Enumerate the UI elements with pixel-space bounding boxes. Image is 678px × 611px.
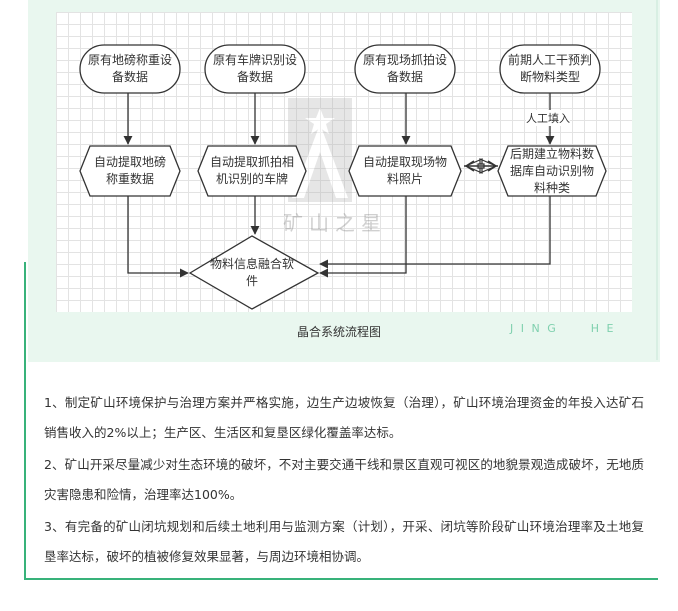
- edge-label-manual-input: 人工填入: [526, 110, 570, 126]
- node-shape-src-capture: [354, 44, 456, 94]
- node-proc-plate: 自动提取抓拍相机识别的车牌: [209, 155, 294, 186]
- left-accent-line: [24, 262, 26, 580]
- node-shape-proc-plate: [197, 145, 307, 197]
- node-src-capture: 原有现场抓拍设备数据: [362, 53, 447, 84]
- node-src-plate: 原有车牌识别设备数据: [212, 53, 297, 84]
- node-src-manual: 前期人工干预判断物料类型: [507, 53, 592, 84]
- node-shape-src-weigh: [79, 44, 181, 94]
- diagram-caption: 晶合系统流程图: [296, 325, 381, 339]
- paragraph-2: 2、矿山开采尽量减少对生态环境的破坏，不对主要交通干线和景区直观可视区的地貌景观…: [44, 457, 644, 502]
- paragraph-3: 3、有完备的矿山闭坑规划和后续土地利用与监测方案（计划），开采、闭坑等阶段矿山环…: [44, 519, 644, 564]
- node-shape-fusion: [188, 235, 320, 310]
- flowchart: 原有地磅称重设备数据 原有车牌识别设备数据 原有现场抓拍设备数据 前期人工干预判…: [56, 12, 632, 312]
- node-src-weigh: 原有地磅称重设备数据: [87, 53, 172, 84]
- node-shape-proc-weigh: [79, 145, 181, 197]
- node-proc-photo: 自动提取现场物料照片: [362, 155, 447, 186]
- node-fusion: 物料信息融合软件: [209, 257, 294, 288]
- flowchart-shapes: [79, 44, 607, 310]
- node-shape-proc-db: [497, 145, 607, 197]
- article-body: 1、制定矿山环境保护与治理方案并严格实施，边生产边坡恢复（治理），矿山环境治理资…: [44, 388, 644, 574]
- node-proc-db: 后期建立物料数据库自动识别物料种类: [509, 146, 594, 195]
- node-proc-weigh: 自动提取地磅称重数据: [93, 155, 166, 186]
- right-accent-line: [656, 0, 658, 360]
- brand-mark: J I N G H E: [510, 322, 616, 335]
- bottom-accent-line: [24, 578, 658, 580]
- node-shape-proc-photo: [348, 145, 462, 197]
- watermark-text: 矿山之星: [283, 211, 387, 235]
- paragraph-1: 1、制定矿山环境保护与治理方案并严格实施，边生产边坡恢复（治理），矿山环境治理资…: [44, 395, 644, 440]
